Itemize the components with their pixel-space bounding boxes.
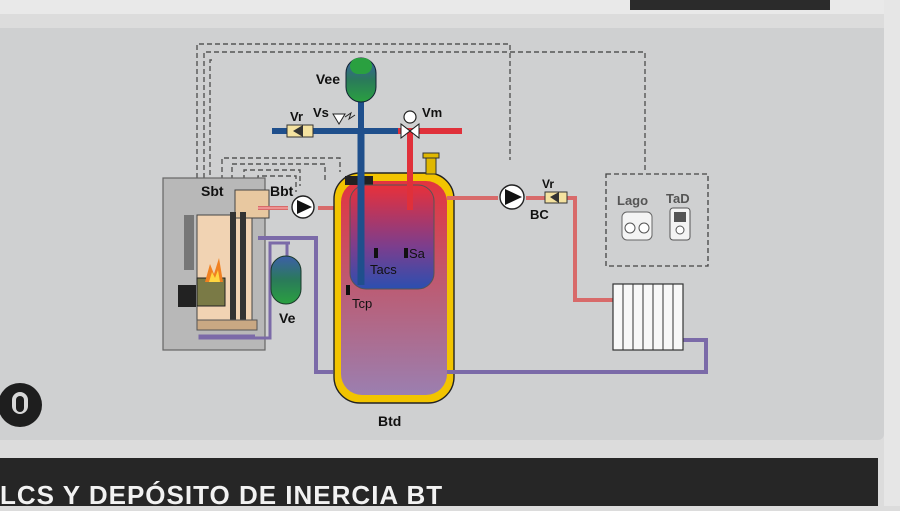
heating-return-pipe: [447, 338, 708, 374]
dhw-inner-tank: [349, 184, 435, 290]
safety-valve-vs-icon: [332, 113, 346, 125]
boiler-ash-box: [196, 277, 226, 307]
top-dark-bar: [630, 0, 830, 10]
sensor-sa: [404, 248, 408, 258]
label-tacs: Tacs: [370, 262, 397, 277]
sensor-tcp: [346, 285, 350, 295]
boiler-tube-2: [240, 212, 246, 320]
brand-logo-icon: [0, 383, 42, 427]
label-vee: Vee: [316, 71, 340, 87]
page-right-margin: [884, 0, 900, 506]
tank-vent-valve: [425, 155, 437, 175]
label-sa: Sa: [409, 246, 426, 261]
flame-core-icon: [209, 270, 220, 282]
label-btd: Btd: [378, 413, 401, 429]
mixing-valve-handle: [403, 110, 417, 124]
radiator-icon: [612, 283, 684, 351]
sensor-tacs: [374, 248, 378, 258]
footer-title: LCS Y DEPÓSITO DE INERCIA BT: [0, 480, 444, 510]
mixing-valve-vm-icon: [400, 122, 411, 140]
tad-controller-icon: [669, 207, 691, 241]
label-vr-left: Vr: [290, 109, 303, 124]
boiler-motor: [178, 285, 196, 307]
label-lago: Lago: [617, 193, 648, 208]
label-bc: BC: [530, 207, 549, 222]
label-ve: Ve: [279, 310, 296, 326]
lago-controller-icon: [621, 211, 653, 241]
expansion-vessel-ve: [270, 255, 302, 305]
label-sbt: Sbt: [201, 183, 224, 199]
label-tcp: Tcp: [352, 296, 372, 311]
label-bbt: Bbt: [270, 183, 294, 199]
boiler-return-pipe: [258, 236, 333, 374]
boiler-tube-1: [230, 212, 236, 320]
label-tad: TaD: [666, 191, 690, 206]
boiler-base: [196, 319, 258, 331]
remote-controls-box: [605, 173, 709, 267]
boiler-auger: [184, 215, 194, 270]
label-vm: Vm: [422, 105, 442, 120]
label-vr-right: Vr: [542, 177, 554, 191]
footer-band: [0, 458, 878, 506]
control-wires: [196, 43, 646, 192]
label-vs: Vs: [313, 105, 329, 120]
